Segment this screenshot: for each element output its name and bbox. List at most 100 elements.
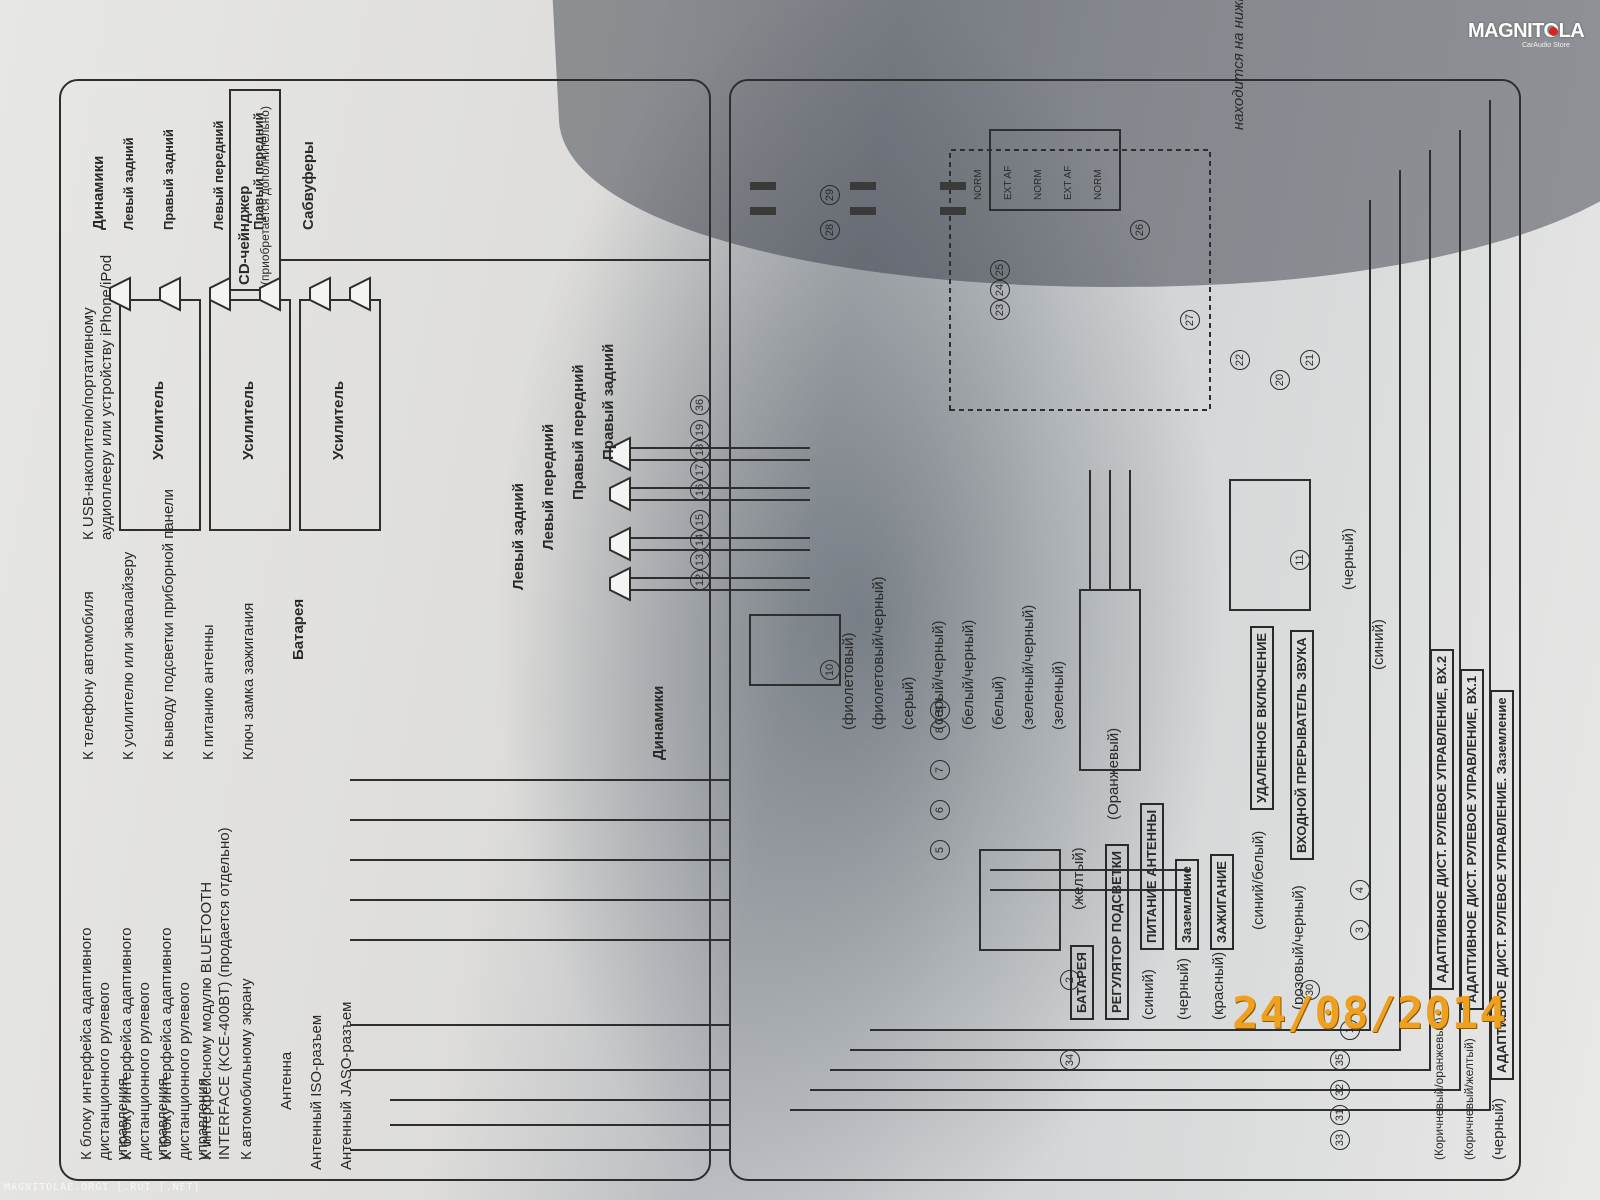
label-w5: ЗАЖИГАНИЕ xyxy=(1210,854,1234,950)
label-w5-color: (красный) xyxy=(1210,951,1227,1020)
label-amplifier-1: Усилитель xyxy=(150,380,167,460)
callout-6: 6 xyxy=(930,800,950,820)
label-amplifier-2: Усилитель xyxy=(240,380,257,460)
callout-20: 20 xyxy=(1270,370,1290,390)
callout-10: 10 xyxy=(820,660,840,680)
label-amp: К усилителю или эквалайзеру xyxy=(120,551,137,760)
label-amp-rr: Правый задний xyxy=(161,129,176,230)
label-w31: АДАПТИВНОЕ ДИСТ. РУЛЕВОЕ УПРАВЛЕНИЕ, ВХ.… xyxy=(1460,668,1484,1010)
label-w17: (серый) xyxy=(900,676,917,730)
callout-14: 14 xyxy=(690,530,710,550)
label-antenna: Антенна xyxy=(278,1051,295,1110)
label-norm-2: NORM xyxy=(1033,169,1044,200)
label-w31-color: (Коричневый/желтый) xyxy=(1462,1038,1476,1160)
callout-17: 17 xyxy=(690,460,710,480)
label-bluetooth: К интерфейсному модулю BLUETOOTH INTERFA… xyxy=(198,827,233,1160)
callout-7: 7 xyxy=(930,760,950,780)
watermark: MAGNITOLAE.ORGI [.RUI [.NET] xyxy=(4,1182,201,1193)
callout-25: 25 xyxy=(990,260,1010,280)
label-w4: УДАЛЕННОЕ ВКЛЮЧЕНИЕ xyxy=(1250,625,1274,810)
diagram-lines xyxy=(59,79,1521,1181)
logo-text: MAGNITOLA xyxy=(1468,20,1585,42)
label-spk-fl: Левый передний xyxy=(540,423,557,550)
label-jaso: Антенный JASO-разъем xyxy=(338,1001,355,1171)
callout-22: 22 xyxy=(1230,350,1250,370)
callout-4: 4 xyxy=(1350,880,1370,900)
callout-24: 24 xyxy=(990,280,1010,300)
callout-32: 32 xyxy=(1330,1080,1350,1100)
logo-subtext: CarAudio Store xyxy=(1522,42,1570,49)
callout-3: 3 xyxy=(1350,920,1370,940)
magnitola-logo: MAGNITOLA CarAudio Store xyxy=(1462,18,1590,50)
date-stamp: 24/08/2014 xyxy=(1232,988,1507,1039)
label-w18: (фиолетовый/черный) xyxy=(870,576,887,730)
callout-33: 33 xyxy=(1330,1130,1350,1150)
callout-13: 13 xyxy=(690,550,710,570)
callout-2: 2 xyxy=(1060,970,1080,990)
label-extaf-2: EXT AF xyxy=(1003,165,1014,200)
label-iso: Антенный ISO-разъем xyxy=(308,1014,325,1170)
callout-26: 26 xyxy=(1130,220,1150,240)
callout-27: 27 xyxy=(1180,310,1200,330)
label-w34-color: (синий) xyxy=(1370,619,1387,670)
label-spk-rl: Левый задний xyxy=(510,483,527,590)
label-w9-color: (желтый) xyxy=(1070,847,1087,910)
label-amplifier-3: Усилитель xyxy=(330,380,347,460)
label-w8: РЕГУЛЯТОР ПОДСВЕТКИ xyxy=(1105,844,1129,1020)
label-extaf-1: EXT AF xyxy=(1063,165,1074,200)
top-panel-frame xyxy=(59,79,711,1181)
callout-18: 18 xyxy=(690,440,710,460)
label-w6: Заземление xyxy=(1175,859,1199,950)
label-amp-fl: Левый передний xyxy=(211,120,226,230)
label-spk-rr: Правый задний xyxy=(600,343,617,460)
callout-34: 34 xyxy=(1060,1050,1080,1070)
callout-8: 8 xyxy=(930,720,950,740)
label-w33-color: (черный) xyxy=(1490,1098,1507,1160)
callout-9: 9 xyxy=(930,700,950,720)
label-speakers: Динамики xyxy=(650,685,667,760)
label-usb: К USB-накопителю/портативному аудиоплеер… xyxy=(80,254,115,540)
wiring-diagram: К блоку интерфейса адаптивного дистанцио… xyxy=(50,0,1530,1190)
label-norm-3: NORM xyxy=(973,169,984,200)
label-w14: (белый) xyxy=(990,675,1007,730)
label-w19: (фиолетовый) xyxy=(840,632,857,731)
label-amp-fr: Правый передний xyxy=(251,112,266,230)
callout-35: 35 xyxy=(1330,1050,1350,1070)
label-w1-color: (черный) xyxy=(1340,528,1357,590)
label-w7: ПИТАНИЕ АНТЕННЫ xyxy=(1140,802,1164,950)
callout-5: 5 xyxy=(930,840,950,860)
callout-16: 16 xyxy=(690,480,710,500)
label-w4-color: (синий/белый) xyxy=(1250,830,1267,930)
label-w8-color: (Оранжевый) xyxy=(1105,727,1122,820)
label-w32: АДАПТИВНОЕ ДИСТ. РУЛЕВОЕ УПРАВЛЕНИЕ, ВХ.… xyxy=(1430,648,1454,990)
label-amp-rl: Левый задний xyxy=(121,137,136,230)
callout-19: 19 xyxy=(690,420,710,440)
label-dimmer: К выводу подсветки приборной панели xyxy=(160,489,177,760)
label-ign-key: Ключ замка зажигания xyxy=(240,602,257,760)
callout-28: 28 xyxy=(820,220,840,240)
label-speakers-2: Динамики xyxy=(90,155,107,230)
bottom-panel-frame xyxy=(729,79,1521,1181)
label-w6-color: (черный) xyxy=(1175,958,1192,1020)
callout-15: 15 xyxy=(690,510,710,530)
label-phone: К телефону автомобиля xyxy=(80,591,97,760)
callout-12: 12 xyxy=(690,570,710,590)
label-w12: (зеленый) xyxy=(1050,660,1067,730)
logo-dot-icon xyxy=(1549,27,1558,36)
callout-29: 29 xyxy=(820,185,840,205)
label-ant-power: К питанию антенны xyxy=(200,624,217,760)
callout-36: 36 xyxy=(690,395,710,415)
label-screen: К автомобильному экрану xyxy=(238,978,255,1160)
label-w13: (зеленый/черный) xyxy=(1020,604,1037,730)
callout-31: 31 xyxy=(1330,1105,1350,1125)
label-w3: ВХОДНОЙ ПРЕРЫВАТЕЛЬ ЗВУКА xyxy=(1290,630,1314,860)
label-subs: Сабвуферы xyxy=(300,141,317,230)
callout-11: 11 xyxy=(1290,550,1310,570)
label-spk-fr: Правый передний xyxy=(570,364,587,500)
label-w7-color: (синий) xyxy=(1140,969,1157,1020)
label-battery: Батарея xyxy=(290,598,307,660)
callout-23: 23 xyxy=(990,300,1010,320)
label-note: находится на нижней панели устройства. xyxy=(1230,0,1248,130)
callout-21: 21 xyxy=(1300,350,1320,370)
